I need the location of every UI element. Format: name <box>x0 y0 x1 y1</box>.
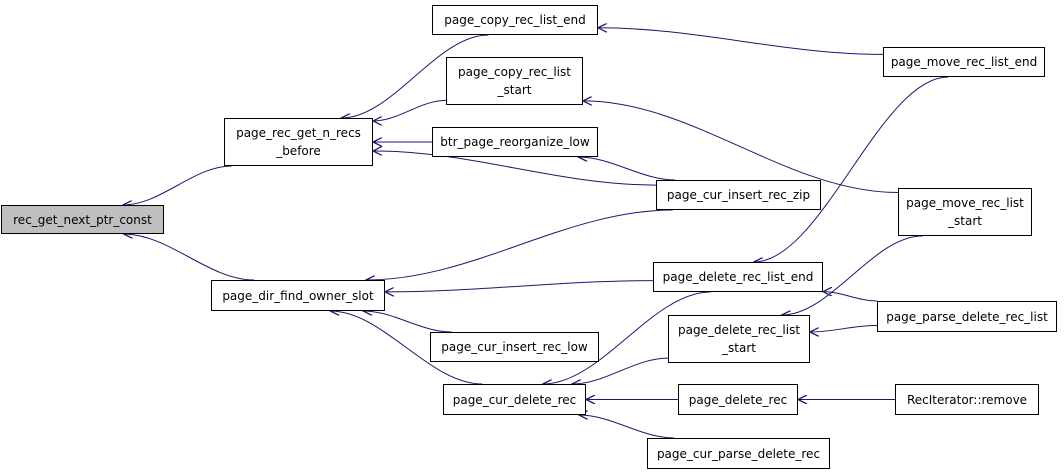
edge-page_move_rec_list_start-to-page_copy_rec_list_start <box>583 101 899 194</box>
node-label-line: page_move_rec_list_end <box>890 55 1038 69</box>
node-label-line: _start <box>948 214 982 228</box>
node-label-line: _start <box>722 341 756 355</box>
node-page-move-rec-list-end[interactable]: page_move_rec_list_end <box>883 47 1045 77</box>
node-label-line: _before <box>276 144 321 158</box>
edge-page_parse_delete_rec_list-to-page_delete_rec_list_start <box>810 324 878 332</box>
node-label-line: _start <box>497 83 532 97</box>
node-page-copy-rec-list-end[interactable]: page_copy_rec_list_end <box>432 5 598 35</box>
node-label-line: page_delete_rec_list <box>677 323 801 337</box>
edge-page_delete_rec_list_start-to-page_cur_delete_rec <box>572 357 669 384</box>
node-label-line: RecIterator::remove <box>906 392 1028 407</box>
node-label-line: page_delete_rec <box>688 392 788 407</box>
node-page-copy-rec-list-start[interactable]: page_copy_rec_list _start <box>446 57 583 105</box>
edge-page_cur_insert_rec_zip-to-page_dir_find_owner_slot <box>366 209 673 280</box>
edge-page_move_rec_list_end-to-page_delete_rec_list_end <box>754 76 949 262</box>
node-page-cur-parse-delete-rec[interactable]: page_cur_parse_delete_rec <box>647 438 830 469</box>
edge-page_dir_find_owner_slot-to-rec_get_next_ptr_const <box>124 234 255 281</box>
edge-page_delete_rec_list_end-to-page_cur_delete_rec <box>543 291 711 384</box>
edge-group <box>123 28 949 439</box>
node-label-line: page_cur_insert_rec_zip <box>666 188 811 202</box>
edge-page_cur_insert_rec_zip-to-page_rec_get_n_recs_before <box>373 151 657 186</box>
edge-page_cur_delete_rec-to-page_dir_find_owner_slot <box>330 311 483 385</box>
node-page-delete-rec-list-start[interactable]: page_delete_rec_list _start <box>668 315 810 363</box>
node-page-parse-delete-rec-list[interactable]: page_parse_delete_rec_list <box>877 301 1057 332</box>
edge-page_cur_insert_rec_zip-to-btr_page_reorganize_low <box>578 157 676 181</box>
edge-page_delete_rec_list_end-to-page_dir_find_owner_slot <box>385 280 654 292</box>
edge-page_cur_insert_rec_low-to-page_dir_find_owner_slot <box>363 311 452 333</box>
edge-page_rec_get_n_recs_before-to-rec_get_next_ptr_const <box>123 165 232 205</box>
node-rec-get-next-ptr-const: rec_get_next_ptr_const <box>1 205 164 234</box>
node-page-delete-rec[interactable]: page_delete_rec <box>678 384 798 415</box>
node-label-line: page_rec_get_n_recs <box>236 126 361 140</box>
node-page-cur-insert-rec-low[interactable]: page_cur_insert_rec_low <box>430 332 599 362</box>
node-page-cur-insert-rec-zip[interactable]: page_cur_insert_rec_zip <box>656 180 821 210</box>
node-label-line: page_delete_rec_list_end <box>662 270 814 284</box>
node-page-move-rec-list-start[interactable]: page_move_rec_list _start <box>898 188 1032 236</box>
edge-page_move_rec_list_end-to-page_copy_rec_list_end <box>598 28 884 55</box>
edge-page_move_rec_list_start-to-page_delete_rec_list_start <box>782 235 923 315</box>
node-page-rec-get-n-recs-before[interactable]: page_rec_get_n_recs _before <box>224 118 373 166</box>
node-label-line: btr_page_reorganize_low <box>440 135 590 149</box>
node-label-line: page_dir_find_owner_slot <box>222 288 374 303</box>
node-label-line: page_cur_parse_delete_rec <box>656 446 821 461</box>
node-btr-page-reorganize-low[interactable]: btr_page_reorganize_low <box>432 127 598 157</box>
node-label-line: page_parse_delete_rec_list <box>886 309 1048 324</box>
edge-page_cur_parse_delete_rec-to-page_cur_delete_rec <box>579 415 675 439</box>
edge-page_copy_rec_list_start-to-page_rec_get_n_recs_before <box>373 99 447 121</box>
node-label-line: page_move_rec_list <box>906 196 1024 210</box>
node-page-cur-delete-rec[interactable]: page_cur_delete_rec <box>443 384 586 415</box>
edge-page_parse_delete_rec_list-to-page_delete_rec_list_end <box>823 292 878 302</box>
node-label-line: rec_get_next_ptr_const <box>13 212 152 227</box>
node-label-line: page_cur_delete_rec <box>452 392 577 407</box>
node-page-delete-rec-list-end[interactable]: page_delete_rec_list_end <box>653 262 823 292</box>
node-label-line: page_copy_rec_list <box>458 65 571 79</box>
node-reciterator-remove[interactable]: RecIterator::remove <box>895 384 1039 415</box>
node-page-dir-find-owner-slot[interactable]: page_dir_find_owner_slot <box>211 280 385 311</box>
edge-page_copy_rec_list_end-to-page_rec_get_n_recs_before <box>341 34 489 118</box>
node-label-line: page_cur_insert_rec_low <box>441 340 588 354</box>
node-label-line: page_copy_rec_list_end <box>444 13 586 27</box>
